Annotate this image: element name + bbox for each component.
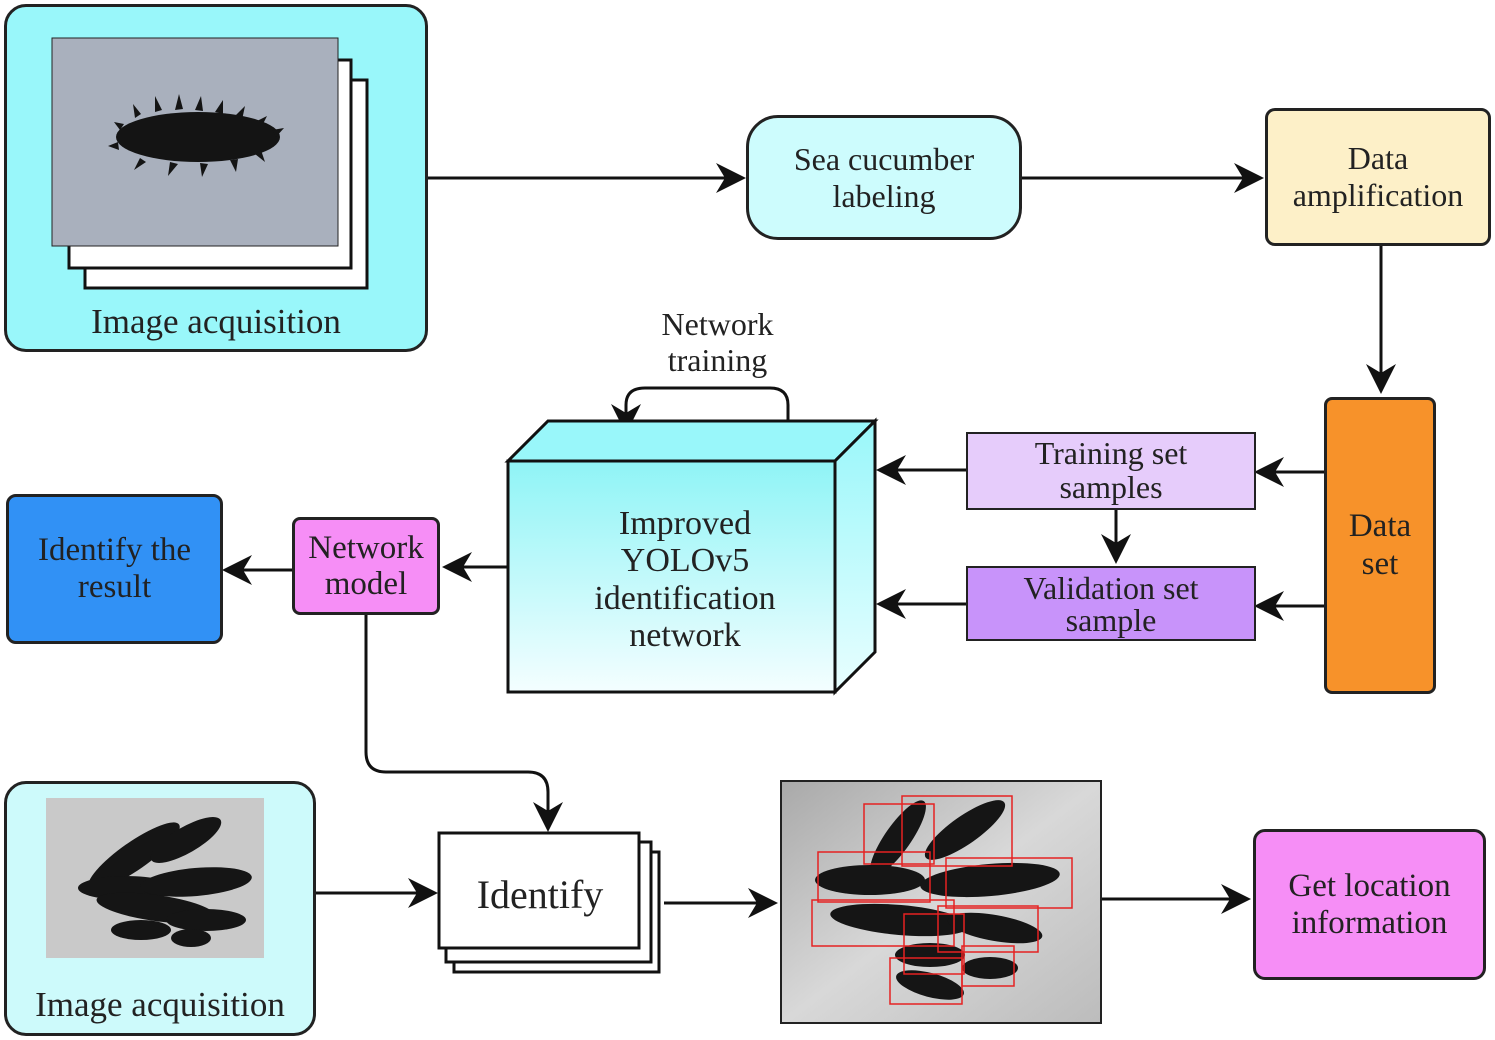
identify-result-label: Identify the result bbox=[37, 532, 192, 605]
data-set-box: Data set bbox=[1324, 397, 1436, 694]
image-acquisition-label-bottom: Image acquisition bbox=[35, 985, 285, 1024]
validation-set-label: Validation set sample bbox=[1023, 569, 1199, 638]
sea-cucumber-labeling-box: Sea cucumber labeling bbox=[746, 115, 1022, 240]
validation-set-box: Validation set sample bbox=[966, 566, 1256, 641]
get-location-label: Get location information bbox=[1288, 868, 1451, 941]
training-set-label: Training set samples bbox=[1034, 435, 1188, 505]
yolo-network-label: Improved YOLOv5 identification network bbox=[594, 505, 776, 655]
network-training-label: Network training bbox=[661, 306, 774, 378]
yolo-network-cube bbox=[504, 417, 879, 696]
sea-cucumber-labeling-label: Sea cucumber labeling bbox=[793, 140, 975, 214]
network-model-box: Network model bbox=[292, 517, 440, 615]
network-model-label: Network model bbox=[308, 529, 424, 602]
data-set-label: Data set bbox=[1348, 507, 1412, 582]
detection-result-image bbox=[780, 780, 1102, 1024]
photo-stack-top bbox=[51, 37, 369, 290]
get-location-box: Get location information bbox=[1253, 829, 1486, 980]
identify-page-stack bbox=[437, 831, 661, 974]
data-amplification-box: Data amplification bbox=[1265, 108, 1491, 246]
identify-label: Identify bbox=[476, 872, 604, 917]
identify-result-box: Identify the result bbox=[6, 494, 223, 644]
arrow-model-to-identify bbox=[364, 615, 563, 832]
data-amplification-label: Data amplification bbox=[1292, 140, 1464, 213]
sea-cucumber-group-photo bbox=[46, 798, 264, 958]
sea-cucumber-photo bbox=[108, 94, 284, 177]
image-acquisition-label-top: Image acquisition bbox=[91, 302, 341, 341]
training-set-box: Training set samples bbox=[966, 432, 1256, 510]
arrow-network-training-loop bbox=[611, 386, 790, 435]
